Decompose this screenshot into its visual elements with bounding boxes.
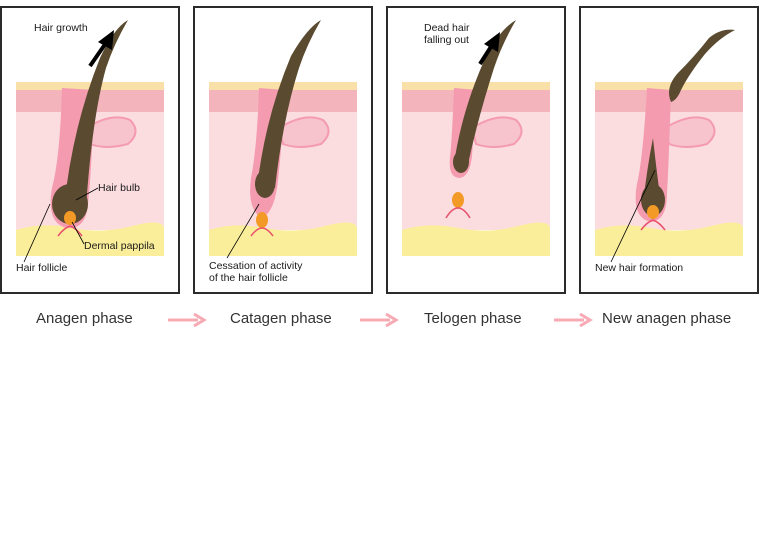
new-hair-bulb [641,184,665,216]
label-dermal-papilla: Dermal pappila [84,240,155,252]
fat-layer [402,222,550,256]
leader-formation [610,169,656,263]
fat-layer [209,222,357,256]
anagen-illustration [16,20,164,263]
leader-follicle [23,203,51,263]
catagen-illustration [209,20,357,259]
panel-telogen: Dead hair falling out [386,6,566,294]
sebaceous-gland [470,116,523,148]
leader-papilla [71,221,85,245]
shedding-hair [669,29,735,102]
label-hair-bulb: Hair bulb [98,182,141,194]
dermal-papilla [452,192,464,208]
label-dead-hair: Dead hair falling out [424,22,470,46]
hair-shaft [64,20,128,208]
arrow-right-icon [554,312,593,328]
growth-arrow-head [98,30,114,50]
sebaceous-gland [663,116,716,148]
caption-new-anagen: New anagen phase [602,310,732,327]
label-hair-growth: Hair growth [34,22,88,34]
fat-layer [595,222,743,256]
label-hair-follicle: Hair follicle [16,262,68,274]
label-new-hair-formation: New hair formation [595,262,684,274]
hair-bulb [52,184,88,224]
sebaceous-gland [277,116,330,148]
hair-club [255,170,275,198]
caption-catagen: Catagen phase [230,310,332,327]
papilla-vessel [57,225,83,237]
arrow-right-icon [168,312,207,328]
leader-bulb [75,187,99,201]
dermal-papilla [64,211,76,225]
falling-arrow-head [484,32,500,52]
caption-anagen: Anagen phase [36,310,133,327]
panel-catagen: Cessation of activity of the hair follic… [193,6,373,294]
sebaceous-gland [84,116,137,148]
hair-club [453,151,469,173]
leader-cessation [226,203,260,259]
caption-telogen: Telogen phase [424,310,522,327]
fat-layer [16,222,164,256]
hair-shaft [454,20,516,164]
hair-shaft [257,20,321,188]
papilla-vessel [250,227,274,237]
new-anagen-illustration [595,29,743,263]
dermal-papilla [256,212,268,228]
panel-anagen: Hair growth Hair bulb Dermal pappila Hai… [0,6,180,294]
label-cessation: Cessation of activity of the hair follic… [209,260,303,284]
arrow-right-icon [360,312,399,328]
skin-surface [595,82,743,90]
panel-new-anagen: New hair formation [579,6,759,294]
papilla-vessel [445,207,471,219]
telogen-illustration [402,20,550,256]
dermal-papilla [647,205,659,219]
papilla-vessel [640,219,666,231]
